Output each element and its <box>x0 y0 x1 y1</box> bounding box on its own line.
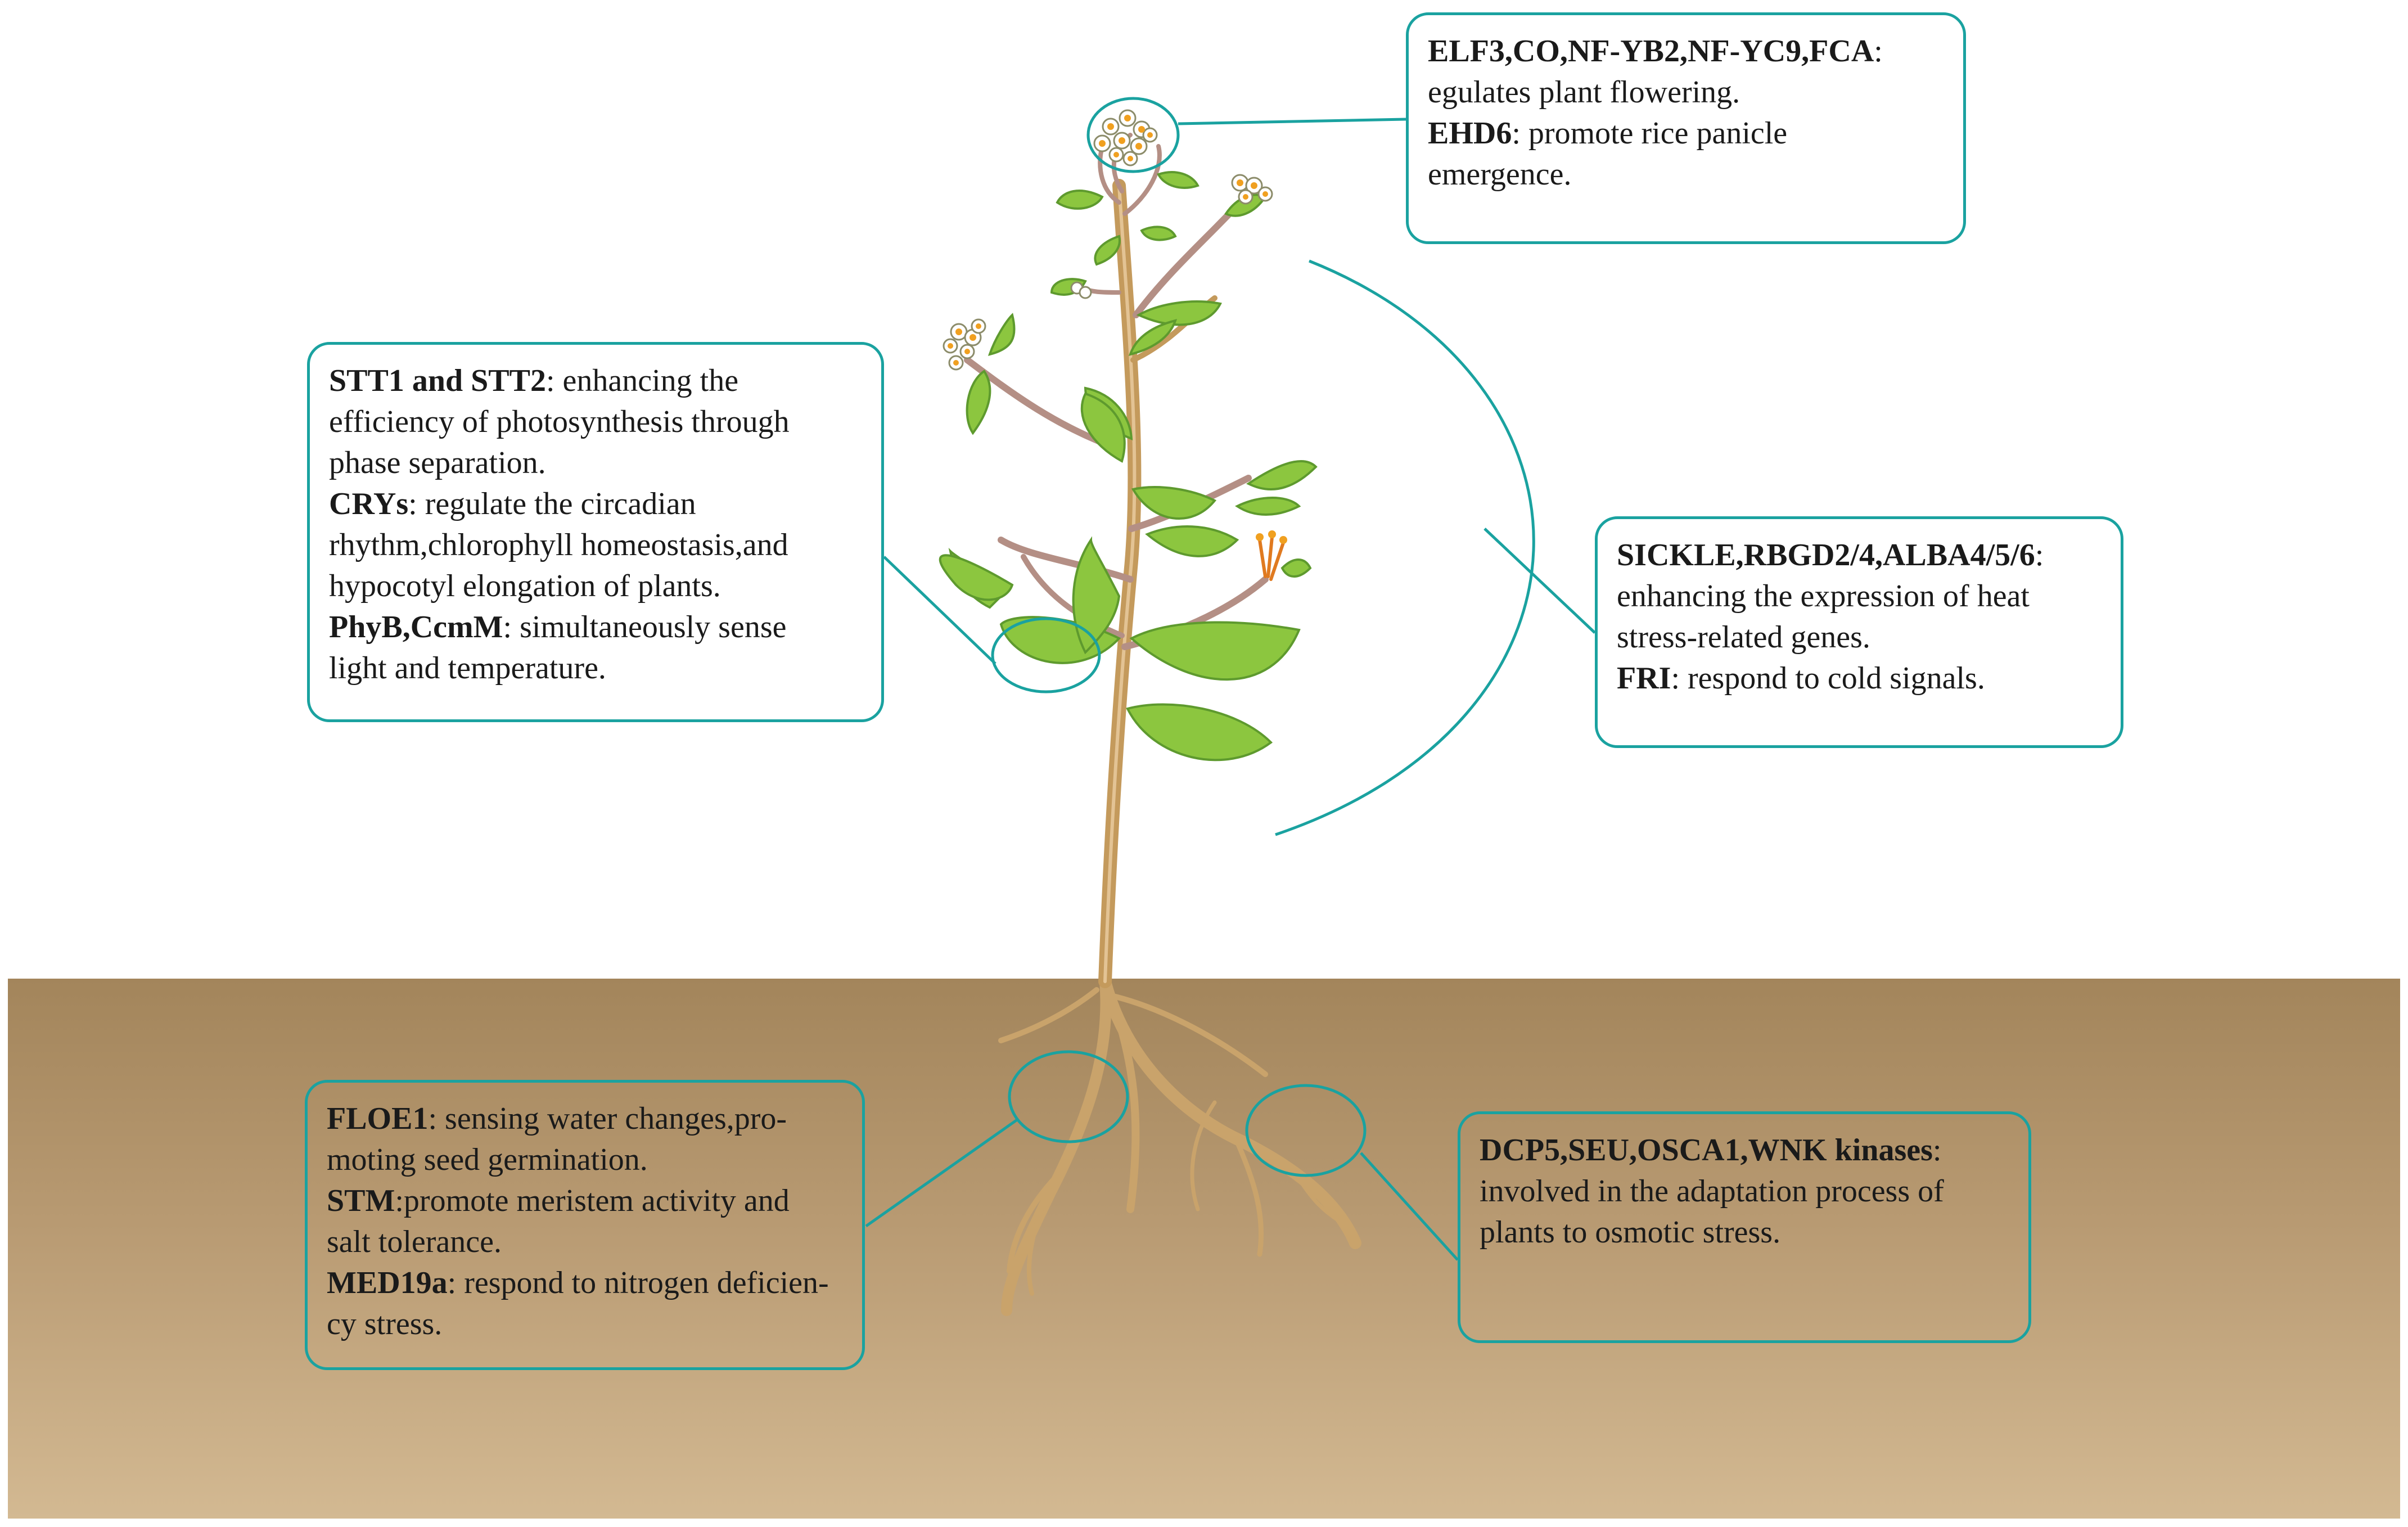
callout-line: involved in the adaptation process of <box>1480 1171 2009 1212</box>
gene-function-text: : promote rice panicle <box>1512 116 1788 151</box>
callout-line: MED19a: respond to nitrogen deficien- <box>327 1263 843 1304</box>
callout-line: SICKLE,RBGD2/4,ALBA4/5/6: <box>1617 535 2102 576</box>
gene-function-text: emergence. <box>1428 157 1572 192</box>
callout-line: ELF3,CO,NF-YB2,NF-YC9,FCA: <box>1428 31 1944 72</box>
gene-function-text: :promote meristem activity and <box>395 1183 790 1218</box>
gene-function-text: : simultaneously sense <box>503 610 787 645</box>
callout-line: moting seed germination. <box>327 1139 843 1181</box>
callout-line: emergence. <box>1428 154 1944 195</box>
gene-function-text: : respond to nitrogen deficien- <box>447 1265 829 1300</box>
roots <box>998 975 1361 1316</box>
callout-line: stress-related genes. <box>1617 617 2102 658</box>
gene-function-text: stress-related genes. <box>1617 620 1870 655</box>
teal-arc-bracket <box>1275 259 1535 836</box>
callout-line: hypocotyl elongation of plants. <box>329 566 862 607</box>
gene-name: CRYs <box>329 487 409 521</box>
gene-name: ELF3,CO,NF-YB2,NF-YC9,FCA <box>1428 34 1874 69</box>
callout-water-nutrient: FLOE1: sensing water changes,pro-moting … <box>305 1080 865 1370</box>
gene-function-text: : <box>1874 34 1883 69</box>
connector-lines <box>865 118 1596 1261</box>
gene-function-text: enhancing the expression of heat <box>1617 579 2030 614</box>
callout-line: STM:promote meristem activity and <box>327 1181 843 1222</box>
gene-function-text: : respond to cold signals. <box>1671 661 1985 696</box>
callout-line: FLOE1: sensing water changes,pro- <box>327 1098 843 1139</box>
gene-function-text: rhythm,chlorophyll homeostasis,and <box>329 528 788 562</box>
callout-line: enhancing the expression of heat <box>1617 576 2102 617</box>
teal-ellipse-highlight <box>991 97 1367 1177</box>
gene-name: FRI <box>1617 661 1671 696</box>
gene-function-text: plants to osmotic stress. <box>1480 1215 1781 1250</box>
gene-name: FLOE1 <box>327 1101 429 1136</box>
gene-function-text: : regulate the circadian <box>408 487 696 521</box>
gene-function-text: egulates plant flowering. <box>1428 75 1740 110</box>
callout-line: rhythm,chlorophyll homeostasis,and <box>329 525 862 566</box>
gene-function-text: hypocotyl elongation of plants. <box>329 569 721 603</box>
callout-line: DCP5,SEU,OSCA1,WNK kinases: <box>1480 1130 2009 1171</box>
soil-layer <box>8 979 2400 1519</box>
callout-line: STT1 and STT2: enhancing the <box>329 361 862 402</box>
gene-name: EHD6 <box>1428 116 1512 151</box>
gene-name: MED19a <box>327 1265 448 1300</box>
gene-function-text: moting seed germination. <box>327 1142 648 1177</box>
callout-line: light and temperature. <box>329 648 862 689</box>
stem <box>964 133 1269 988</box>
gene-name: PhyB,CcmM <box>329 610 503 645</box>
gene-function-text: : <box>2035 538 2044 573</box>
gene-function-text: efficiency of photosynthesis through <box>329 404 790 439</box>
leaves <box>939 171 1318 762</box>
callout-flowering: ELF3,CO,NF-YB2,NF-YC9,FCA:egulates plant… <box>1406 12 1966 244</box>
callout-line: phase separation. <box>329 443 862 484</box>
callout-line: efficiency of photosynthesis through <box>329 402 862 443</box>
gene-name: STT1 and STT2 <box>329 363 546 398</box>
callout-line: FRI: respond to cold signals. <box>1617 658 2102 699</box>
gene-function-text: phase separation. <box>329 445 546 480</box>
callout-line: EHD6: promote rice panicle <box>1428 113 1944 154</box>
callout-line: plants to osmotic stress. <box>1480 1212 2009 1253</box>
gene-function-text: light and temperature. <box>329 651 606 686</box>
callout-line: egulates plant flowering. <box>1428 72 1944 113</box>
callout-line: CRYs: regulate the circadian <box>329 484 862 525</box>
gene-function-text: : <box>1932 1133 1942 1168</box>
callout-line: cy stress. <box>327 1304 843 1345</box>
callout-line: PhyB,CcmM: simultaneously sense <box>329 607 862 648</box>
gene-function-text: : enhancing the <box>545 363 739 398</box>
gene-name: DCP5,SEU,OSCA1,WNK kinases <box>1480 1133 1933 1168</box>
flowers <box>943 109 1287 581</box>
gene-function-text: salt tolerance. <box>327 1224 502 1259</box>
gene-name: STM <box>327 1183 395 1218</box>
callout-osmotic-stress: DCP5,SEU,OSCA1,WNK kinases:involved in t… <box>1458 1111 2031 1343</box>
gene-function-text: involved in the adaptation process of <box>1480 1174 1944 1209</box>
gene-name: SICKLE,RBGD2/4,ALBA4/5/6 <box>1617 538 2035 573</box>
callout-temperature: SICKLE,RBGD2/4,ALBA4/5/6:enhancing the e… <box>1595 516 2123 748</box>
gene-function-text: : sensing water changes,pro- <box>428 1101 787 1136</box>
callout-line: salt tolerance. <box>327 1222 843 1263</box>
gene-function-text: cy stress. <box>327 1307 443 1341</box>
